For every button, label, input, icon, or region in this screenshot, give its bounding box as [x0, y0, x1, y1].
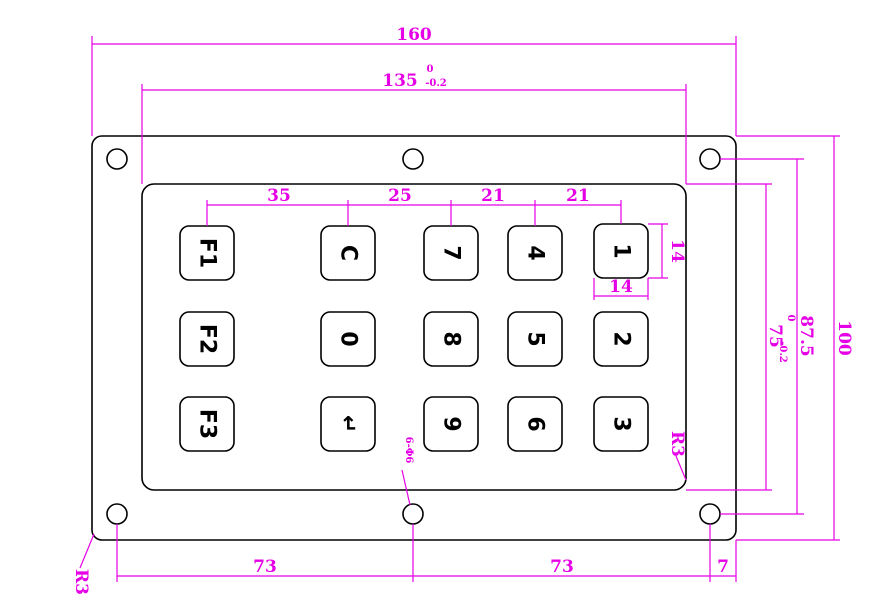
key-3: [593, 396, 649, 452]
dim-opening-height-tol-lower: -0.2: [777, 341, 788, 363]
hole-bottom-right: [699, 503, 721, 525]
key-2-label: 2: [609, 331, 634, 346]
key-f2-label: F2: [195, 324, 220, 354]
key-8-label: 8: [439, 331, 464, 346]
dim-overall-width: 160: [91, 25, 737, 136]
key-5-label: 5: [523, 331, 548, 346]
key-7-label: 7: [439, 245, 464, 260]
key-3-label: 3: [609, 416, 634, 431]
dim-key-spacing-3: 21: [481, 186, 505, 206]
callout-holes: 6-Φ6: [401, 437, 414, 506]
key-9-label: 9: [439, 416, 464, 431]
hole-top-center: [402, 148, 424, 170]
key-f3: [179, 396, 235, 452]
dim-hole-spacing-h1-label: 73: [253, 557, 277, 577]
dim-hole-spacing-v-label: 87.5: [796, 315, 816, 356]
key-6: [507, 396, 563, 452]
dim-hole-edge-label: 7: [717, 557, 729, 577]
outer-plate: [91, 135, 737, 541]
key-f1-label: F1: [195, 238, 220, 268]
hole-bottom-left: [106, 503, 128, 525]
key-column-789: 7 8 9: [423, 225, 479, 452]
dim-key-width-label: 14: [609, 277, 633, 297]
dim-key-spacing-2: 25: [388, 186, 412, 206]
key-1-label: 1: [609, 243, 634, 258]
hole-bottom-center: [402, 503, 424, 525]
key-column-c0: C 0 ↵: [320, 225, 376, 452]
callout-outer-radius-label: R3: [71, 569, 91, 595]
callout-inner-radius-label: R3: [667, 431, 687, 457]
key-column-456: 4 5 6: [507, 225, 563, 452]
inner-opening: [141, 183, 687, 491]
key-4-label: 4: [523, 245, 548, 260]
callout-outer-radius: R3: [71, 533, 95, 595]
key-f3-label: F3: [195, 409, 220, 439]
dim-opening-width-tol-lower: -0.2: [425, 78, 447, 89]
dim-opening-width-tol-upper: 0: [427, 64, 434, 75]
key-f2: [179, 311, 235, 367]
key-enter: [320, 396, 376, 452]
key-8: [423, 311, 479, 367]
dim-overall-width-label: 160: [396, 25, 432, 45]
key-0-label: 0: [336, 331, 361, 346]
callout-holes-label: 6-Φ6: [403, 437, 414, 464]
dim-overall-height-label: 100: [834, 320, 854, 356]
dim-key-spacing-1: 35: [267, 186, 291, 206]
dim-opening-height-label: 75: [765, 324, 785, 348]
dim-key-spacing-4: 21: [566, 186, 590, 206]
dim-hole-spacing-h2-label: 73: [550, 557, 574, 577]
dim-opening-width: 135 0 -0.2: [141, 64, 687, 184]
key-c-label: C: [336, 245, 361, 261]
key-column-f: F1 F2 F3: [179, 225, 235, 452]
dim-opening-height: 75 0 -0.2: [686, 183, 796, 491]
hole-top-right: [699, 148, 721, 170]
key-enter-label: ↵: [336, 415, 361, 433]
key-9: [423, 396, 479, 452]
callout-inner-radius: R3: [667, 431, 687, 481]
hole-top-left: [106, 148, 128, 170]
key-column-123: 1 2 3: [593, 223, 649, 452]
dim-opening-width-label: 135: [382, 71, 418, 91]
dim-key-height-label: 14: [667, 239, 687, 263]
key-0: [320, 311, 376, 367]
dim-hole-spacing-v: 87.5: [720, 158, 816, 515]
dim-bottom: 73 73 7: [116, 524, 737, 582]
dim-key-spacing: 35 25 21 21: [206, 186, 622, 226]
key-6-label: 6: [523, 416, 548, 431]
key-5: [507, 311, 563, 367]
dim-overall-height: 100: [736, 135, 854, 541]
key-2: [593, 311, 649, 367]
dim-key-size: 14 14: [593, 223, 687, 300]
dim-opening-height-tol-upper: 0: [785, 315, 796, 322]
